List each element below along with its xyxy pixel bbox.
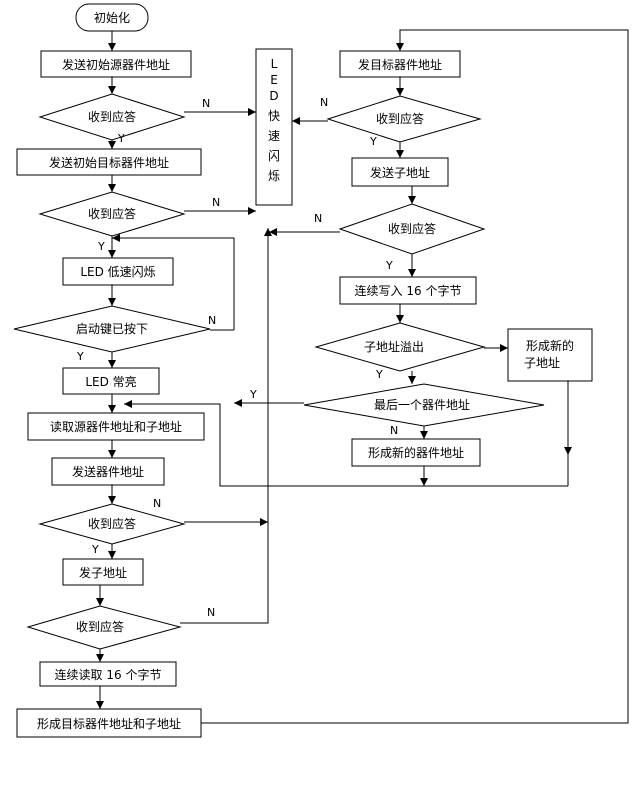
decision-start-key-label: 启动键已按下 bbox=[76, 322, 148, 336]
yes-label: Y bbox=[76, 350, 84, 363]
yes-label: Y bbox=[385, 259, 393, 272]
yes-label: Y bbox=[369, 135, 377, 148]
send-init-target-box bbox=[16, 148, 202, 176]
send-sub-label: 发送子地址 bbox=[370, 165, 430, 180]
no-label: N bbox=[202, 97, 210, 110]
send-target-label: 发目标器件地址 bbox=[358, 57, 442, 72]
send-source-address-label: 发送初始源器件地址 bbox=[62, 57, 170, 72]
send-device-address-label: 发送器件地址 bbox=[72, 464, 144, 479]
svg-text:速: 速 bbox=[268, 129, 280, 143]
yes-label: Y bbox=[117, 132, 125, 145]
read-addresses-box bbox=[27, 412, 205, 441]
no-label: N bbox=[208, 314, 216, 327]
return-loop bbox=[201, 29, 629, 724]
svg-text:烁: 烁 bbox=[268, 169, 280, 183]
decision-ack-1 bbox=[38, 93, 186, 141]
write16-label: 连续写入 16 个字节 bbox=[355, 283, 462, 298]
form-target-box bbox=[16, 708, 202, 738]
no-label: N bbox=[212, 196, 220, 209]
read16-box bbox=[39, 661, 177, 687]
decision-ack-3 bbox=[38, 503, 186, 545]
svg-text:L: L bbox=[271, 57, 278, 71]
send-sub-box bbox=[351, 157, 449, 187]
svg-text:闪: 闪 bbox=[268, 149, 280, 163]
start-label: 初始化 bbox=[94, 11, 130, 25]
send-init-target-label: 发送初始目标器件地址 bbox=[49, 155, 169, 170]
no-label: N bbox=[153, 497, 161, 510]
decision-sub-overflow-label: 子地址溢出 bbox=[364, 340, 424, 354]
decision-last-device bbox=[303, 383, 545, 427]
loop-connector bbox=[124, 400, 568, 487]
decision-ack-4-label: 收到应答 bbox=[76, 619, 124, 634]
decision-ack-3-label: 收到应答 bbox=[88, 516, 136, 531]
form-new-sub-label-1: 形成新的 bbox=[526, 338, 574, 353]
led-fast-box bbox=[255, 48, 293, 206]
decision-last-device-label: 最后一个器件地址 bbox=[374, 398, 470, 412]
yes-label: Y bbox=[91, 543, 99, 556]
yes-label: Y bbox=[375, 368, 383, 381]
no-label: N bbox=[314, 212, 322, 225]
decision-ack-6-label: 收到应答 bbox=[388, 221, 436, 236]
no-label: N bbox=[320, 96, 328, 109]
no-label: N bbox=[390, 424, 398, 437]
decision-ack-5 bbox=[326, 95, 482, 143]
read-addresses-label: 读取源器件地址和子地址 bbox=[50, 420, 182, 434]
form-new-device-label: 形成新的器件地址 bbox=[368, 445, 464, 460]
form-new-sub-box bbox=[507, 328, 593, 382]
no-label: N bbox=[207, 606, 215, 619]
svg-text:E: E bbox=[270, 73, 278, 87]
yes-label: Y bbox=[249, 388, 257, 401]
send-subaddress-label: 发子地址 bbox=[79, 565, 127, 580]
decision-ack-2 bbox=[38, 191, 186, 237]
decision-ack-5-label: 收到应答 bbox=[376, 111, 424, 126]
decision-ack-4 bbox=[26, 605, 182, 650]
form-new-sub-label-2: 子地址 bbox=[524, 356, 560, 370]
decision-start-key bbox=[13, 305, 211, 353]
write16-box bbox=[339, 276, 477, 305]
led-on-box bbox=[62, 367, 160, 395]
led-fast-label: L E D 快 速 闪 烁 bbox=[268, 57, 280, 183]
svg-text:快: 快 bbox=[268, 109, 280, 123]
decision-ack-1-label: 收到应答 bbox=[88, 109, 136, 124]
led-slow-label: LED 低速闪烁 bbox=[80, 265, 155, 279]
send-source-address-box bbox=[40, 50, 192, 78]
decision-sub-overflow bbox=[314, 322, 486, 372]
send-device-address-box bbox=[51, 457, 165, 486]
form-new-device-box bbox=[351, 438, 481, 467]
led-slow-box bbox=[62, 257, 174, 286]
read16-label: 连续读取 16 个字节 bbox=[55, 667, 162, 682]
decision-ack-2-label: 收到应答 bbox=[88, 206, 136, 221]
send-subaddress-box bbox=[62, 558, 144, 586]
form-target-label: 形成目标器件地址和子地址 bbox=[37, 717, 181, 731]
yes-label: Y bbox=[97, 240, 105, 253]
connector-to-led-fast bbox=[180, 228, 272, 624]
led-on-label: LED 常亮 bbox=[85, 374, 136, 389]
loop-connector bbox=[112, 234, 235, 330]
decision-ack-6 bbox=[338, 203, 486, 255]
svg-text:D: D bbox=[269, 89, 278, 103]
